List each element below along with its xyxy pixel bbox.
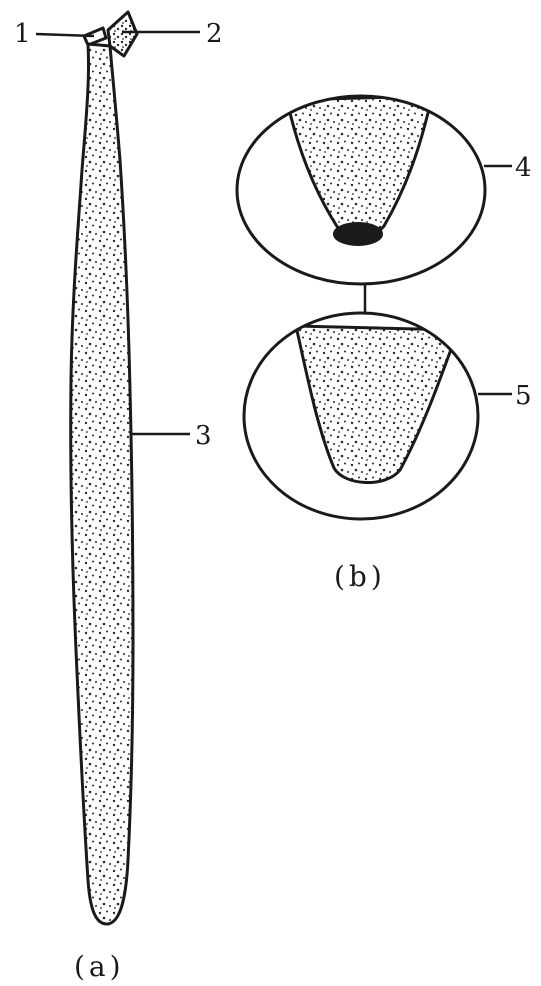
- part-2-wedge: [108, 12, 137, 56]
- part-3-body: [71, 44, 133, 924]
- label-5: 5: [515, 381, 532, 411]
- label-3: 3: [195, 421, 212, 451]
- caption-a: (a): [74, 950, 125, 983]
- section-5: 5: [244, 313, 532, 519]
- panel-b: 4 5 (b): [237, 96, 532, 593]
- section-4: 4: [237, 96, 532, 284]
- panel-a: 1 2 3 (a): [14, 12, 223, 983]
- section-4-dark-tip: [334, 223, 382, 245]
- label-2: 2: [206, 19, 223, 49]
- label-4: 4: [515, 153, 532, 183]
- caption-b: (b): [334, 560, 386, 593]
- label-1: 1: [14, 19, 31, 49]
